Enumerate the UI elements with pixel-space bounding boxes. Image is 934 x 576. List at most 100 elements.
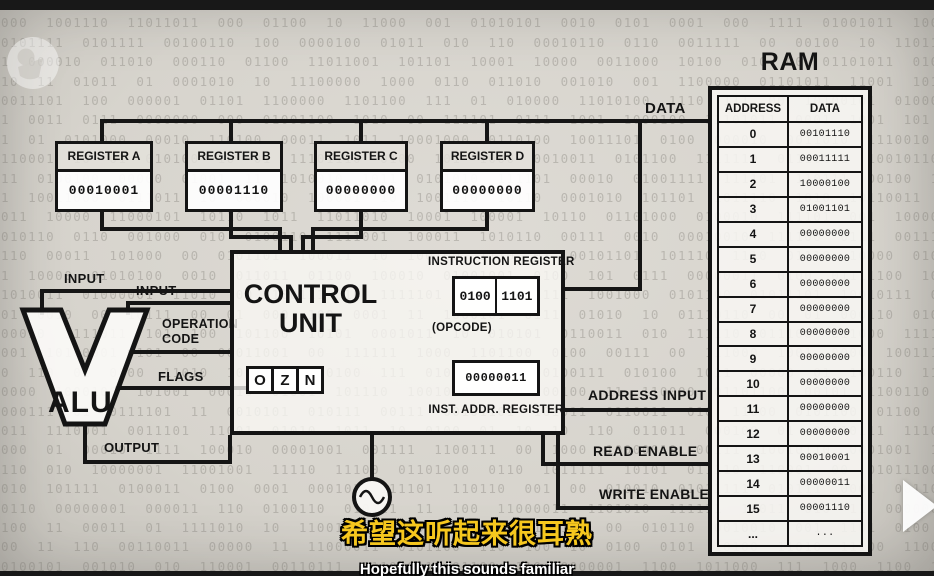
control-unit-title: CONTROL UNIT [238, 280, 383, 338]
wire [229, 235, 293, 239]
read-enable-label: READ ENABLE [593, 443, 698, 459]
flag-overflow: O [246, 366, 274, 394]
instruction-register-value: 0100 1101 [452, 276, 540, 316]
ram-address-cell: 15 [717, 495, 789, 522]
wire [359, 211, 363, 239]
ram-address-cell: 5 [717, 245, 789, 273]
flag-zero: Z [271, 366, 299, 394]
bottom-letterbox-bar [0, 571, 934, 576]
wire [311, 227, 315, 250]
subtitle-chinese: 希望这听起来很耳熟 [341, 519, 593, 549]
clock-circle [352, 477, 392, 517]
register-a: REGISTER A 00010001 [55, 141, 153, 212]
wire [229, 211, 233, 239]
wire [100, 121, 104, 141]
ram-row: 14 00000011 [717, 470, 863, 498]
wire-write-enable [556, 506, 712, 510]
alu-shape [19, 307, 151, 427]
next-video-icon[interactable] [903, 480, 934, 532]
register-a-value: 00010001 [55, 172, 153, 212]
wire [485, 211, 489, 231]
ram-data-cell: 00010001 [787, 445, 863, 473]
ram-data-cell: 00000000 [787, 370, 863, 398]
data-bus-label: DATA [645, 100, 686, 117]
ram-data-cell: 00000000 [787, 270, 863, 298]
inst-addr-register-label: INST. ADDR. REGISTER [428, 404, 564, 416]
wire [83, 423, 87, 464]
output-label: OUTPUT [104, 440, 160, 455]
ram-data-cell: 00000000 [787, 245, 863, 273]
wire-alu-input-1 [40, 289, 230, 293]
ram-row: 3 01001101 [717, 195, 863, 223]
ram-address-cell: 7 [717, 295, 789, 323]
wire [100, 211, 104, 231]
register-b: REGISTER B 00001110 [185, 141, 283, 212]
ram-address-cell: 2 [717, 170, 789, 198]
ram-title: RAM [760, 48, 820, 76]
alu-input-label-2: INPUT [136, 283, 177, 298]
ram-header-row: ADDRESS DATA [717, 95, 863, 123]
ram-data-cell: 00000000 [787, 220, 863, 248]
instruction-register-opcode: 0100 [459, 288, 491, 304]
write-enable-label: WRITE ENABLE [599, 486, 710, 502]
ram-address-cell: ... [717, 520, 789, 547]
wire [485, 121, 489, 141]
register-d: REGISTER D 00000000 [440, 141, 535, 212]
ram-data-cell: 01001101 [787, 195, 863, 223]
ram-data-cell: 00001110 [787, 495, 863, 522]
register-c: REGISTER C 00000000 [314, 141, 408, 212]
register-b-label: REGISTER B [185, 141, 283, 172]
alu-input-label-1: INPUT [64, 271, 105, 286]
ram-row: 7 00000000 [717, 295, 863, 323]
wire-data-bus [100, 119, 712, 123]
wire [100, 227, 282, 231]
ram-row: 5 00000000 [717, 245, 863, 273]
ram-data-cell: 00000011 [787, 470, 863, 498]
top-letterbox-bar [0, 0, 934, 10]
ram-address-cell: 14 [717, 470, 789, 498]
ram-row: 8 00000000 [717, 320, 863, 348]
instruction-register-divider [494, 279, 498, 313]
wire [228, 435, 232, 464]
ram-address-cell: 8 [717, 320, 789, 348]
ram-row: 0 00101110 [717, 121, 863, 148]
wire [565, 287, 642, 291]
wire [541, 435, 545, 466]
ram-data-cell: 00101110 [787, 121, 863, 148]
ram-col-data: DATA [787, 95, 863, 123]
wire-ir-to-bus [638, 121, 642, 291]
register-d-value: 00000000 [440, 172, 535, 212]
ram-table: ADDRESS DATA 0 00101110 1 00011111 2 100… [717, 95, 863, 547]
ram-row: 11 00000000 [717, 395, 863, 423]
ram-row: 13 00010001 [717, 445, 863, 473]
ram-table-body: 0 00101110 1 00011111 2 10000100 3 01001… [717, 121, 863, 547]
ram-row: 2 10000100 [717, 170, 863, 198]
wire [359, 121, 363, 141]
ram-data-cell: 00000000 [787, 320, 863, 348]
register-b-value: 00001110 [185, 172, 283, 212]
wire [311, 227, 489, 231]
ram-row: 6 00000000 [717, 270, 863, 298]
subtitle-english: Hopefully this sounds familiar [359, 561, 575, 576]
ram-data-cell: 00000000 [787, 395, 863, 423]
wire [40, 289, 44, 315]
wire [289, 235, 293, 250]
alu-title: ALU [48, 386, 113, 419]
wire [301, 235, 305, 250]
ram-address-cell: 9 [717, 345, 789, 373]
ram-address-cell: 4 [717, 220, 789, 248]
instruction-register-label: INSTRUCTION REGISTER [428, 256, 575, 268]
ram-row: ... ... [717, 520, 863, 547]
pbs-logo [7, 37, 59, 89]
ram-data-cell: ... [787, 520, 863, 547]
register-c-label: REGISTER C [314, 141, 408, 172]
ram-row: 15 00001110 [717, 495, 863, 522]
ram-row: 4 00000000 [717, 220, 863, 248]
inst-addr-register-value: 00000011 [452, 360, 540, 396]
operation-code-label-1: OPERATION [162, 317, 239, 331]
ram-row: 1 00011111 [717, 145, 863, 173]
address-input-label: ADDRESS INPUT [588, 387, 707, 403]
ram-panel: ADDRESS DATA 0 00101110 1 00011111 2 100… [708, 86, 872, 556]
control-unit-title-line2: UNIT [279, 308, 342, 338]
ram-data-cell: 10000100 [787, 170, 863, 198]
